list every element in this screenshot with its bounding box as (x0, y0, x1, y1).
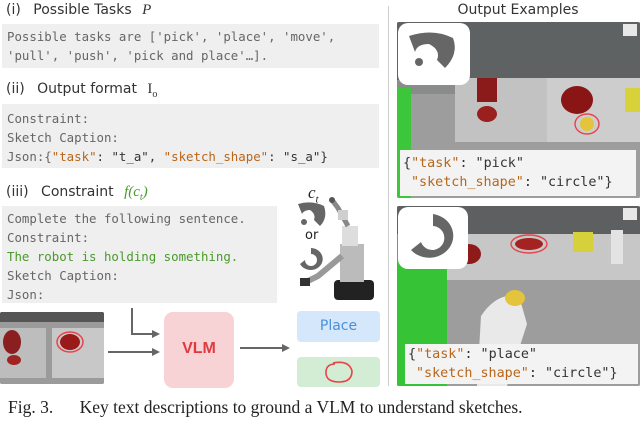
json-value: : "pick" (459, 156, 524, 171)
math-symbol: I (147, 81, 153, 97)
text-line: Json: (7, 287, 45, 302)
vlm-label: VLM (182, 340, 216, 357)
json-value: : "place" (464, 347, 537, 362)
section-possible-tasks-heading: (i) Possible Tasks P (6, 2, 151, 19)
json-line: Json:{"task": "t_a", "sketch_shape": "s_… (7, 147, 328, 166)
section-title: Possible Tasks (33, 2, 132, 18)
json-key: "sketch_shape" (411, 175, 524, 190)
task-output-box: Place (297, 311, 380, 342)
text-line: Constraint: (7, 230, 90, 245)
ring-sketch-icon (300, 248, 323, 270)
constraint-sentence: The robot is holding something. (7, 249, 239, 264)
json-key: "task" (411, 156, 460, 171)
text-line: Constraint: (7, 111, 90, 126)
math-symbol: P (142, 2, 152, 18)
json-value: : "circle"} (523, 175, 613, 190)
output-format-box: Constraint: Sketch Caption: Json:{"task"… (2, 104, 379, 168)
section-number: (i) (6, 2, 21, 18)
horseshoe-sketch-icon (298, 202, 326, 226)
json-value: : "t_a", (96, 149, 164, 164)
text-line: Sketch Caption: (7, 268, 119, 283)
section-number: (ii) (6, 81, 25, 97)
figure-caption: Fig. 3. Key text descriptions to ground … (8, 397, 523, 418)
constraint-box: Complete the following sentence. Constra… (2, 206, 277, 303)
json-prefix: Json:{ (7, 149, 52, 164)
section-constraint-heading: (iii) Constraint f(ct) (6, 184, 148, 203)
column-divider (388, 6, 389, 386)
text-line: Possible tasks are ['pick', 'place', 'mo… (7, 29, 336, 44)
caption-text: Key text descriptions to ground a VLM to… (79, 397, 523, 417)
output-examples-title: Output Examples (457, 2, 579, 18)
circle-sketch-icon (325, 361, 353, 383)
task-output-label: Place (319, 318, 358, 334)
table-scene-icon (0, 312, 104, 384)
json-key: "task" (416, 347, 465, 362)
json-value: : "s_a"} (268, 149, 328, 164)
or-label: or (305, 228, 319, 243)
possible-tasks-box: Possible tasks are ['pick', 'place', 'mo… (2, 24, 379, 68)
ct-label: ct (308, 183, 319, 206)
section-number: (iii) (6, 184, 29, 200)
flow-arrows (108, 308, 290, 356)
section-title: Constraint (41, 184, 114, 200)
json-value: : "circle"} (528, 366, 618, 381)
text-line: 'pull', 'push', 'pick and place'…]. (7, 48, 269, 63)
json-key: "sketch_shape" (416, 366, 529, 381)
shape-output-box (297, 357, 380, 387)
example-place-json: {"task": "place" "sketch_shape": "circle… (405, 344, 638, 384)
json-key: "sketch_shape" (163, 149, 269, 164)
section-output-format-heading: (ii) Output format Io (6, 81, 158, 100)
example-pick-screenshot: {"task": "pick" "sketch_shape": "circle"… (397, 22, 640, 198)
example-place-screenshot: {"task": "place" "sketch_shape": "circle… (397, 206, 640, 386)
ct-symbol: c (308, 183, 316, 202)
text-line: Complete the following sentence. (7, 211, 246, 226)
text-line: Sketch Caption: (7, 130, 119, 145)
robot-icon (300, 197, 374, 300)
math-symbol: f(c (124, 184, 140, 200)
example-pick-json: {"task": "pick" "sketch_shape": "circle"… (400, 150, 636, 196)
section-title: Output format (37, 81, 137, 97)
scene-snapshot (0, 312, 104, 384)
json-key: "task" (51, 149, 97, 164)
vlm-box: VLM (164, 312, 234, 388)
figure-label: Fig. 3. (8, 397, 54, 417)
